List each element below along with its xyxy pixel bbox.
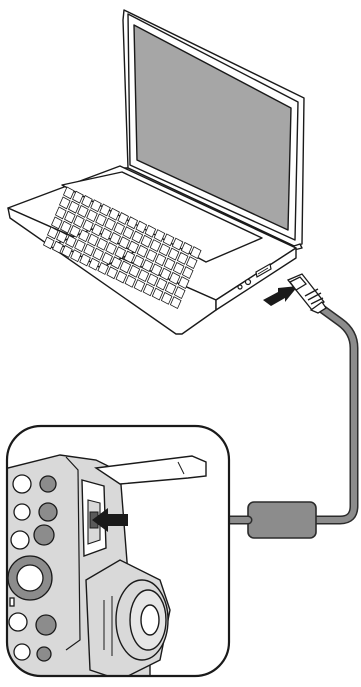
camera-icon — [0, 426, 229, 687]
usb-a-plug — [288, 274, 326, 313]
ferrite-core — [248, 502, 316, 538]
camera-inset — [0, 426, 229, 687]
camera-lens — [86, 560, 170, 680]
laptop-icon — [8, 10, 304, 334]
insert-arrow-icon — [263, 286, 298, 306]
